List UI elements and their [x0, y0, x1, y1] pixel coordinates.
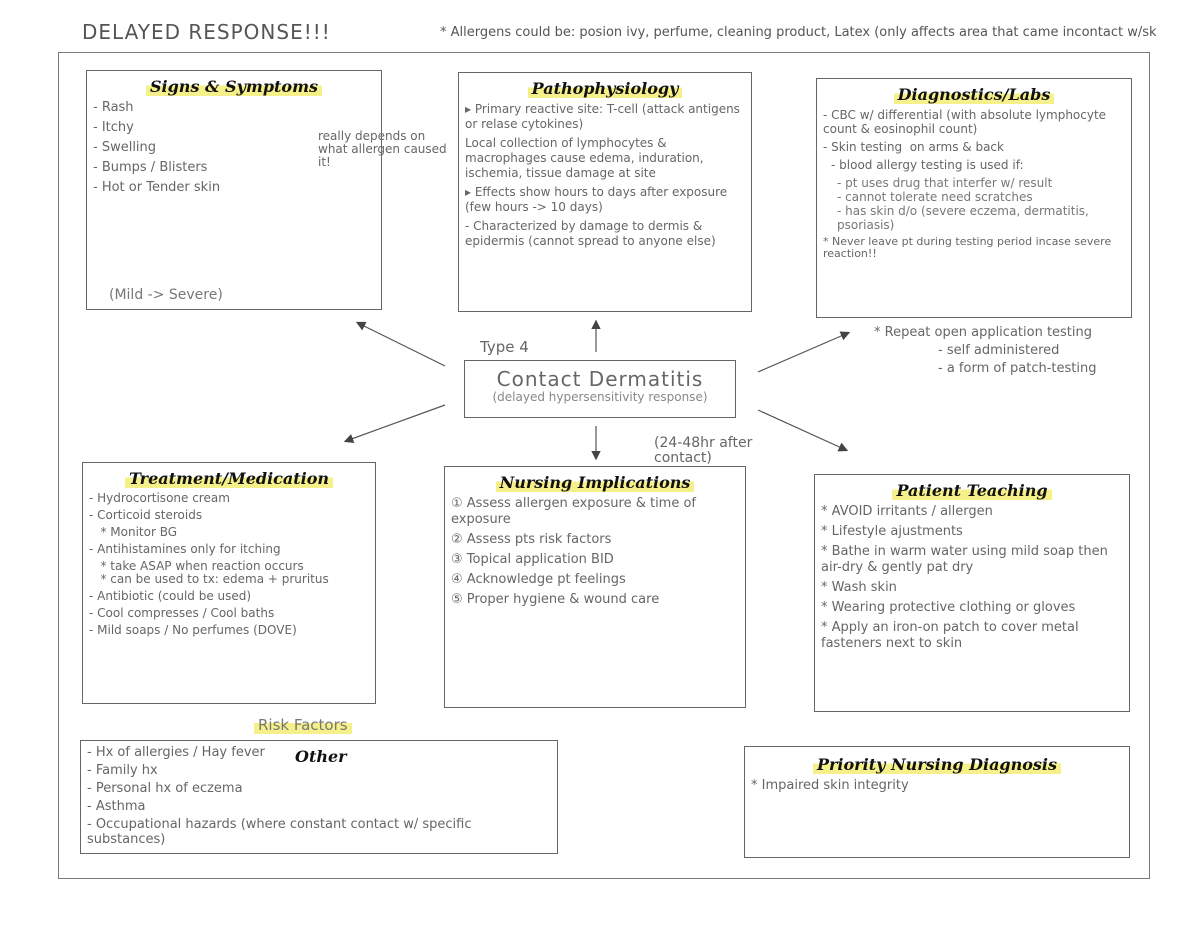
- list-item: * Wash skin: [821, 580, 897, 595]
- list-item: * Apply an iron-on patch to cover metal …: [821, 620, 1083, 651]
- list-item: - Swelling: [93, 140, 157, 155]
- testing-warning: * Never leave pt during testing period i…: [823, 235, 1115, 260]
- list-item: - Asthma: [87, 799, 146, 814]
- outer-frame: [58, 52, 1150, 879]
- list-item: - has skin d/o (severe eczema, dermatiti…: [837, 204, 1093, 232]
- center-topic-subtitle: (delayed hypersensitivity response): [492, 390, 708, 404]
- list-item: - blood allergy testing is used if:: [831, 158, 1024, 172]
- center-topic-box: Contact Dermatitis (delayed hypersensiti…: [464, 360, 736, 418]
- list-item: * Lifestyle ajustments: [821, 524, 963, 539]
- list-item: ② Assess pts risk factors: [451, 532, 612, 547]
- list-item: - Occupational hazards (where constant c…: [87, 817, 476, 847]
- center-topic-title: Contact Dermatitis: [496, 367, 704, 391]
- list-item: - Itchy: [93, 120, 134, 135]
- list-item: - Corticoid steroids: [89, 508, 203, 522]
- page-title: DELAYED RESPONSE!!!: [82, 20, 331, 44]
- list-item: - Hydrocortisone cream: [89, 491, 230, 505]
- list-item: * take ASAP when reaction occurs: [89, 559, 304, 573]
- risk-factors-box: Other - Hx of allergies / Hay fever - Fa…: [80, 740, 558, 854]
- diagnostics-labs-box: Diagnostics/Labs - CBC w/ differential (…: [816, 78, 1132, 318]
- list-item: - CBC w/ differential (with absolute lym…: [823, 108, 1110, 136]
- priority-diagnosis-title: Priority Nursing Diagnosis: [812, 755, 1062, 774]
- list-item: - Antibiotic (could be used): [89, 589, 252, 603]
- diagnostics-labs-title: Diagnostics/Labs: [893, 85, 1055, 104]
- severity-range: (Mild -> Severe): [109, 287, 223, 303]
- allergen-side-note: really depends on what allergen caused i…: [318, 129, 447, 169]
- treatment-medication-title: Treatment/Medication: [124, 469, 334, 488]
- list-item: ▸ Primary reactive site: T-cell (attack …: [465, 102, 744, 131]
- patient-teaching-title: Patient Teaching: [892, 481, 1052, 500]
- list-item: ③ Topical application BID: [451, 552, 614, 567]
- list-item: * Impaired skin integrity: [751, 778, 909, 793]
- list-item: * Monitor BG: [89, 525, 178, 539]
- list-item: * Wearing protective clothing or gloves: [821, 600, 1076, 615]
- type-label: Type 4: [480, 338, 529, 356]
- treatment-medication-box: Treatment/Medication - Hydrocortisone cr…: [82, 462, 376, 704]
- list-item: ▸ Effects show hours to days after expos…: [465, 185, 731, 214]
- other-title: Other: [295, 747, 347, 766]
- patient-teaching-box: Patient Teaching * AVOID irritants / all…: [814, 474, 1130, 712]
- priority-diagnosis-box: Priority Nursing Diagnosis * Impaired sk…: [744, 746, 1130, 858]
- list-item: - Cool compresses / Cool baths: [89, 606, 275, 620]
- signs-symptoms-title: Signs & Symptoms: [145, 77, 322, 96]
- list-item: ⑤ Proper hygiene & wound care: [451, 592, 660, 607]
- list-item: - Bumps / Blisters: [93, 160, 208, 175]
- list-item: ④ Acknowledge pt feelings: [451, 572, 626, 587]
- list-item: - Family hx: [87, 763, 158, 778]
- list-item: - Personal hx of eczema: [87, 781, 243, 796]
- risk-factors-title: Risk Factors: [254, 716, 352, 734]
- list-item: * can be used to tx: edema + pruritus: [89, 572, 329, 586]
- list-item: - Skin testing on arms & back: [823, 140, 1004, 154]
- list-item: - a form of patch-testing: [938, 361, 1097, 376]
- list-item: - self administered: [938, 343, 1060, 358]
- allergen-note: * Allergens could be: posion ivy, perfum…: [440, 25, 1157, 40]
- list-item: - Hx of allergies / Hay fever: [87, 745, 265, 760]
- list-item: * Bathe in warm water using mild soap th…: [821, 544, 1112, 575]
- list-item: Local collection of lymphocytes & macrop…: [465, 136, 708, 180]
- list-item: - Mild soaps / No perfumes (DOVE): [89, 623, 297, 637]
- list-item: ① Assess allergen exposure & time of exp…: [451, 496, 701, 527]
- pathophysiology-box: Pathophysiology ▸ Primary reactive site:…: [458, 72, 752, 312]
- list-item: * AVOID irritants / allergen: [821, 504, 993, 519]
- list-item: - cannot tolerate need scratches: [837, 190, 1033, 204]
- pathophysiology-title: Pathophysiology: [527, 79, 683, 98]
- repeat-testing-note: * Repeat open application testing - self…: [874, 324, 1154, 378]
- timing-note: (24-48hr after contact): [654, 435, 753, 466]
- list-item: - Rash: [93, 100, 134, 115]
- repeat-testing-title: * Repeat open application testing: [874, 325, 1093, 340]
- nursing-implications-box: Nursing Implications ① Assess allergen e…: [444, 466, 746, 708]
- list-item: - Antihistamines only for itching: [89, 542, 281, 556]
- list-item: - pt uses drug that interfer w/ result: [837, 176, 1053, 190]
- list-item: - Hot or Tender skin: [93, 180, 221, 195]
- nursing-implications-title: Nursing Implications: [495, 473, 695, 492]
- signs-symptoms-box: Signs & Symptoms - Rash - Itchy - Swelli…: [86, 70, 382, 310]
- list-item: - Characterized by damage to dermis & ep…: [465, 219, 716, 248]
